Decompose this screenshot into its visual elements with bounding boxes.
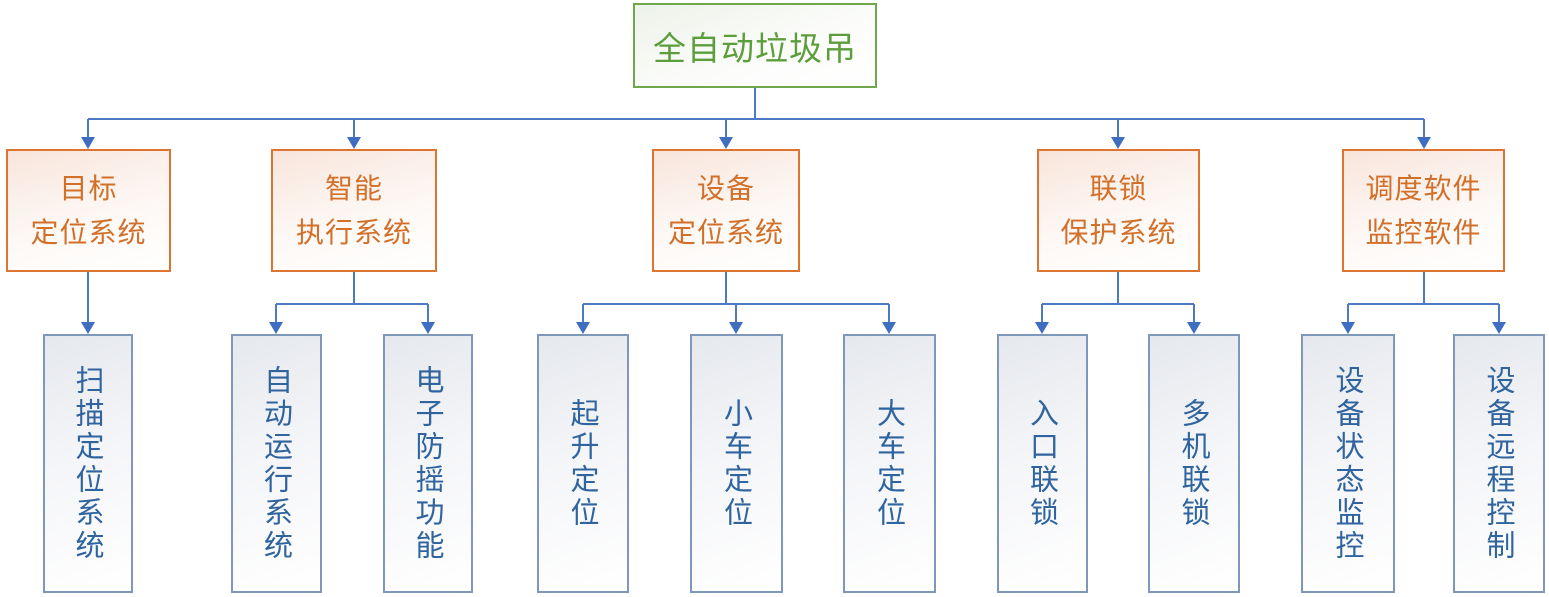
branch-label-line: 定位系统	[667, 215, 784, 249]
leaf-auto-operation-system: 自动运行系统	[231, 334, 322, 593]
leaf-label: 大车定位	[872, 397, 907, 530]
leaf-label: 扫描定位系统	[71, 364, 105, 563]
leaf-label: 设备状态监控	[1331, 364, 1365, 563]
branch-target-positioning: 目标 定位系统	[6, 149, 171, 272]
leaf-equipment-status-monitoring: 设备状态监控	[1301, 334, 1395, 593]
leaf-label: 设备远程控制	[1482, 364, 1516, 563]
root-node-garbage-crane: 全自动垃圾吊	[633, 3, 877, 88]
branch-interlock-protection: 联锁 保护系统	[1037, 149, 1200, 272]
leaf-label: 小车定位	[719, 397, 754, 530]
leaf-scan-positioning-system: 扫描定位系统	[43, 334, 133, 593]
leaf-trolley-positioning: 小车定位	[690, 334, 783, 593]
branch-scheduling-monitoring-software: 调度软件 监控软件	[1342, 149, 1505, 272]
leaf-electronic-anti-sway: 电子防摇功能	[383, 334, 473, 593]
branch-label-line: 执行系统	[295, 215, 412, 249]
branch-intelligent-execution: 智能 执行系统	[271, 149, 437, 272]
leaf-label: 多机联锁	[1177, 397, 1211, 530]
branch-equipment-positioning: 设备 定位系统	[652, 149, 800, 272]
branch-label-line: 定位系统	[30, 215, 147, 249]
root-node-label: 全自动垃圾吊	[653, 28, 857, 68]
branch-label-line: 设备	[696, 172, 755, 206]
leaf-label: 电子防摇功能	[411, 364, 445, 563]
leaf-hoist-positioning: 起升定位	[537, 334, 629, 593]
branch-label-line: 监控软件	[1365, 215, 1482, 249]
branch-label-line: 目标	[59, 172, 118, 206]
leaf-multi-crane-interlock: 多机联锁	[1148, 334, 1240, 593]
leaf-label: 起升定位	[566, 397, 600, 530]
branch-label-line: 智能	[324, 172, 383, 206]
leaf-equipment-remote-control: 设备远程控制	[1453, 334, 1545, 593]
branch-label-line: 保护系统	[1060, 215, 1177, 249]
leaf-label: 入口联锁	[1025, 397, 1060, 530]
branch-label-line: 调度软件	[1365, 172, 1482, 206]
leaf-entrance-interlock: 入口联锁	[997, 334, 1088, 593]
branch-label-line: 联锁	[1089, 172, 1148, 206]
leaf-gantry-positioning: 大车定位	[843, 334, 936, 593]
leaf-label: 自动运行系统	[259, 364, 294, 563]
